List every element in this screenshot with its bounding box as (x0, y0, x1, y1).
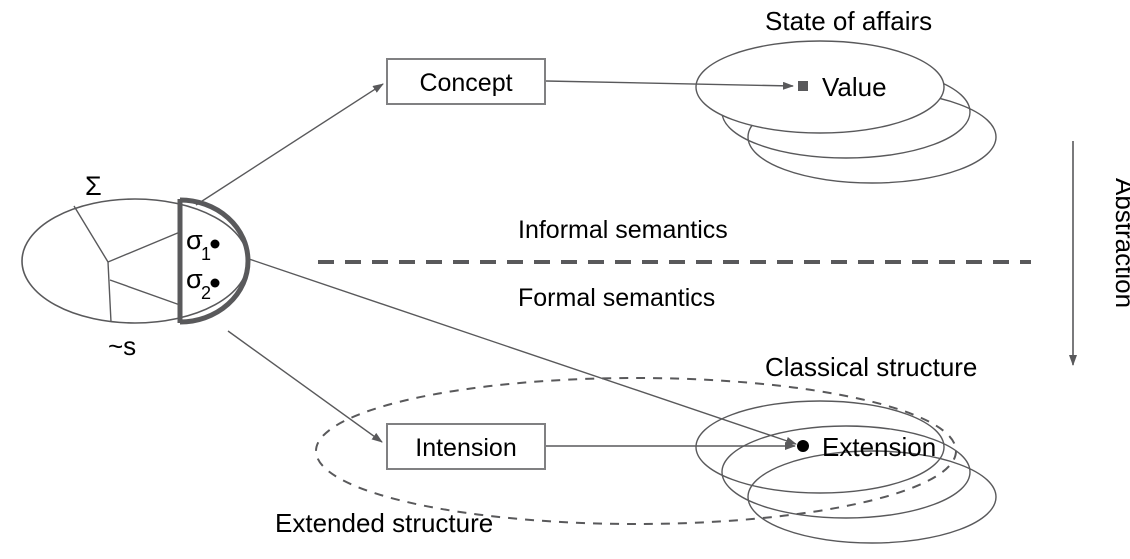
state-of-affairs-ellipse-front (695, 40, 945, 134)
intension-node[interactable]: Intension (386, 423, 546, 470)
situation-ellipse-group: σ 1 σ 2 Σ ~s (21, 171, 251, 361)
state-of-affairs-group: State of affairs Value (695, 6, 997, 184)
concept-box[interactable] (386, 58, 546, 105)
sigma-item-2-symbol: σ (186, 264, 203, 294)
classical-structure-group: Classical structure (695, 352, 997, 544)
arrow-situation-to-extension (248, 258, 797, 445)
sigma-item-1-subscript: 1 (201, 244, 211, 264)
intension-label: Intension (415, 434, 516, 462)
concept-label: Concept (419, 69, 512, 97)
sigma-item-2-subscript: 2 (201, 283, 211, 303)
classical-structure-ellipse-mid (721, 425, 971, 519)
extension-marker (797, 440, 809, 452)
informal-semantics-label: Informal semantics (518, 216, 728, 244)
extension-label: Extension (822, 432, 936, 462)
abstraction-label: Abstraction (1110, 178, 1130, 308)
situation-partition-line-2 (107, 231, 181, 263)
classical-structure-ellipse-front (695, 400, 945, 494)
situation-s-label: ~s (108, 331, 136, 361)
situation-partition-line-3 (109, 279, 181, 306)
classical-structure-ellipse-back (747, 450, 997, 544)
state-of-affairs-title: State of affairs (765, 6, 932, 36)
situation-cap-arc (179, 197, 251, 325)
value-marker (798, 81, 808, 91)
classical-structure-title: Classical structure (765, 352, 977, 382)
sigma-item-1-dot (210, 239, 220, 249)
value-label: Value (822, 72, 887, 102)
situation-partition-line-1 (73, 205, 112, 323)
extended-structure-title: Extended structure (275, 508, 493, 538)
sigma-item-1-symbol: σ (186, 225, 203, 255)
arrow-situation-to-intension (227, 330, 383, 443)
sigma-set-label: Σ (85, 171, 102, 201)
abstraction-indicator: Abstraction (1069, 141, 1130, 366)
formal-semantics-label: Formal semantics (518, 284, 715, 312)
arrow-situation-to-concept (195, 83, 384, 206)
arrow-concept-to-value (545, 80, 794, 90)
situation-outer-ellipse (21, 198, 249, 324)
intension-box[interactable] (386, 423, 546, 470)
sigma-item-2-dot (210, 278, 220, 288)
concept-node[interactable]: Concept (386, 58, 546, 105)
